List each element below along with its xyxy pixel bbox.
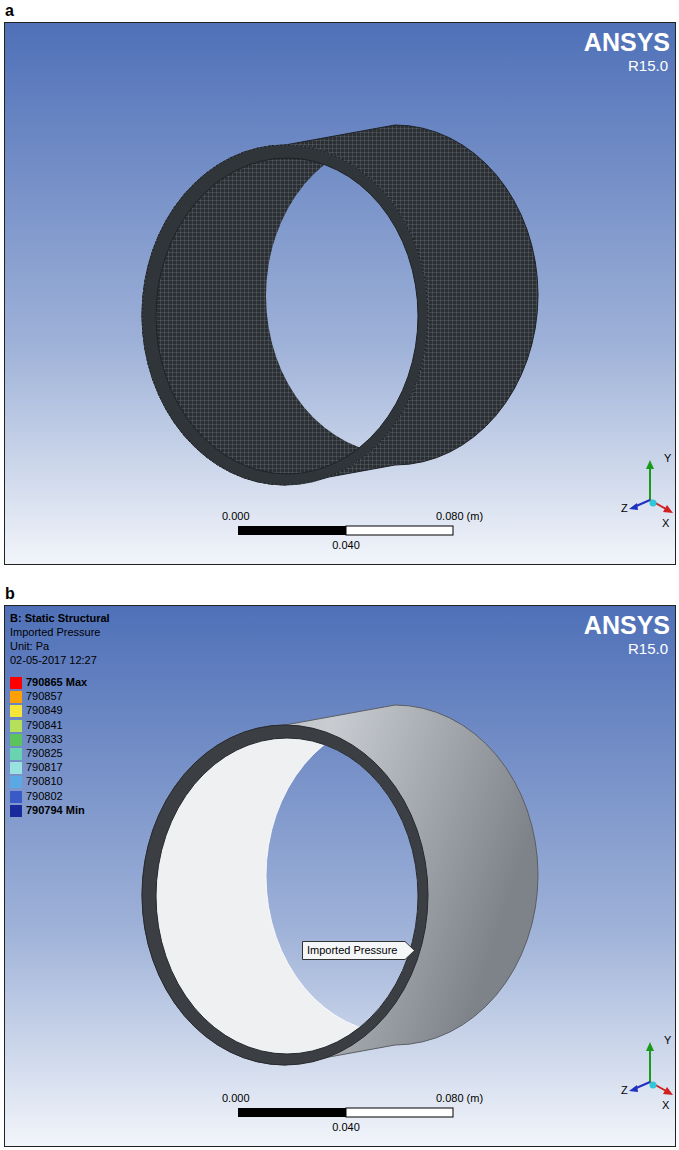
scale-end: 0.080 (m) <box>436 1092 483 1105</box>
legend-value: 790802 <box>26 790 63 803</box>
analysis-title: B: Static Structural <box>10 612 110 625</box>
brand-logo: ANSYS <box>584 28 670 57</box>
legend-swatch <box>10 805 22 817</box>
version-label: R15.0 <box>628 57 668 74</box>
legend-swatch <box>10 791 22 803</box>
brand-logo: ANSYS <box>584 611 670 640</box>
legend-value: 790865 Max <box>26 676 87 689</box>
scale-mid: 0.040 <box>332 539 360 552</box>
legend-swatch <box>10 734 22 746</box>
version-label: R15.0 <box>628 640 668 657</box>
legend-value: 790810 <box>26 775 63 788</box>
result-name: Imported Pressure <box>10 626 100 639</box>
panel-letter: a <box>5 2 14 20</box>
legend-swatch <box>10 691 22 703</box>
timestamp: 02-05-2017 12:27 <box>10 654 97 667</box>
legend-swatch <box>10 776 22 788</box>
scale-end: 0.080 (m) <box>436 510 483 523</box>
legend-value: 790833 <box>26 733 63 746</box>
legend-value: 790794 Min <box>26 804 85 817</box>
scale-start: 0.000 <box>222 510 250 523</box>
legend-value: 790817 <box>26 761 63 774</box>
axis-label: X <box>662 517 669 530</box>
legend-value: 790849 <box>26 704 63 717</box>
callout-text: Imported Pressure <box>307 944 397 957</box>
legend-value: 790857 <box>26 690 63 703</box>
panel-letter: b <box>5 585 15 603</box>
axis-label: Y <box>664 1034 671 1047</box>
unit-label: Unit: Pa <box>10 640 49 653</box>
legend-swatch <box>10 705 22 717</box>
axis-label: X <box>662 1099 669 1112</box>
scale-start: 0.000 <box>222 1092 250 1105</box>
legend-swatch <box>10 762 22 774</box>
legend-value: 790841 <box>26 719 63 732</box>
callout-tag: Imported Pressure <box>302 941 413 960</box>
scale-mid: 0.040 <box>332 1121 360 1134</box>
legend-swatch <box>10 720 22 732</box>
legend-value: 790825 <box>26 747 63 760</box>
axis-label: Z <box>621 1084 628 1097</box>
legend-swatch <box>10 748 22 760</box>
legend-swatch <box>10 677 22 689</box>
axis-label: Z <box>621 502 628 515</box>
axis-label: Y <box>664 452 671 465</box>
